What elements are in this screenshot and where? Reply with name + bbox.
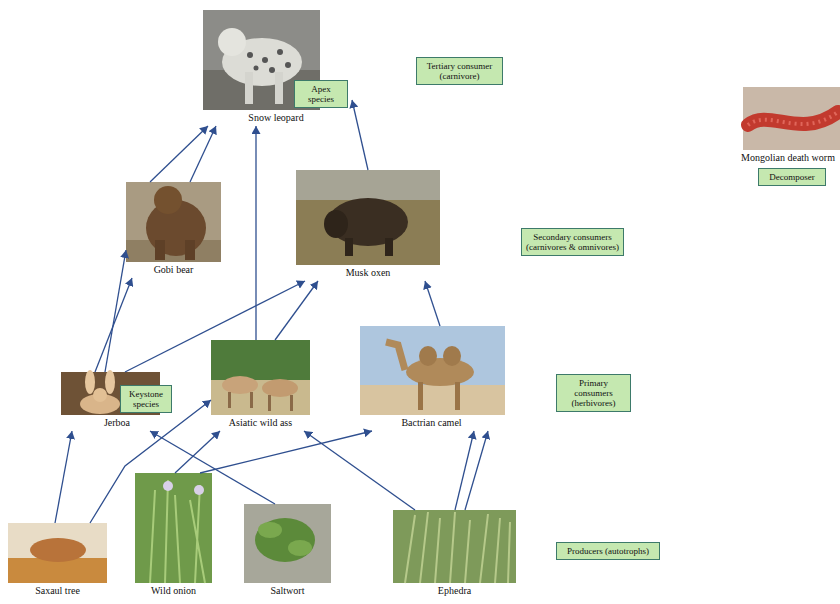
species-card: Mongolian death worm: [738, 87, 838, 166]
feeding-arrow: [150, 126, 208, 182]
species-name: Mongolian death worm: [738, 152, 838, 163]
feeding-arrow: [255, 126, 256, 340]
mongolian-death-worm-photo: [743, 87, 840, 150]
photo-frame: [393, 510, 516, 583]
species-name: Gobi bear: [126, 264, 221, 275]
role-tag: Apex species: [294, 80, 348, 108]
feeding-arrow: [352, 100, 368, 170]
tag-text: Apex species: [308, 84, 334, 104]
tag-text: Secondary consumers (carnivores & omnivo…: [526, 232, 619, 252]
photo-frame: [296, 170, 440, 265]
photo-frame: [211, 340, 310, 415]
species-name: Saltwort: [244, 585, 331, 596]
wild-onion-photo: [135, 473, 212, 583]
gobi-bear-photo: [126, 182, 221, 262]
trophic-level-tag: Tertiary consumer (carnivore): [416, 57, 503, 85]
species-card: Bactrian camel: [358, 326, 505, 431]
feeding-arrow: [150, 431, 275, 504]
species-card: Snow leopard Apex species: [200, 10, 352, 126]
feeding-arrow: [304, 431, 415, 510]
trophic-level-tag: Primary consumers (herbivores): [556, 374, 631, 412]
feeding-arrow: [425, 281, 440, 326]
species-name: Musk oxen: [296, 267, 440, 278]
feeding-arrow: [175, 431, 220, 473]
bactrian-camel-photo: [360, 326, 505, 415]
feeding-arrow: [105, 250, 126, 372]
photo-frame: [358, 326, 505, 415]
role-tag: Decomposer: [758, 168, 826, 186]
species-card: Saxaul tree: [8, 523, 107, 599]
species-card: Asiatic wild ass: [211, 340, 310, 431]
species-card: Musk oxen: [296, 170, 440, 281]
tag-text: Decomposer: [769, 172, 814, 182]
feeding-arrow: [465, 431, 488, 510]
role-tag: Keystone species: [120, 385, 172, 413]
species-card: Gobi bear: [126, 182, 221, 278]
trophic-level-tag: Secondary consumers (carnivores & omnivo…: [521, 228, 624, 256]
feeding-arrow: [275, 281, 318, 340]
species-name: Asiatic wild ass: [211, 417, 310, 428]
species-name: Snow leopard: [200, 112, 352, 123]
tag-text: Tertiary consumer (carnivore): [427, 61, 493, 81]
photo-frame: [126, 182, 221, 262]
tag-text: Producers (autotrophs): [567, 546, 649, 556]
species-card: Ephedra: [393, 510, 516, 599]
asiatic-wild-ass-photo: [211, 340, 310, 415]
species-name: Wild onion: [135, 585, 212, 596]
species-name: Saxaul tree: [8, 585, 107, 596]
species-card: Jerboa Keystone species: [58, 372, 176, 431]
feeding-arrow: [125, 281, 305, 372]
feeding-arrow: [55, 431, 72, 523]
photo-frame: [244, 504, 331, 583]
ephedra-photo: [393, 510, 516, 583]
saxaul-tree-photo: [8, 523, 107, 583]
photo-frame: [8, 523, 107, 583]
saltwort-photo: [244, 504, 331, 583]
species-name: Bactrian camel: [358, 417, 505, 428]
photo-frame: [738, 87, 838, 150]
musk-oxen-photo: [296, 170, 440, 265]
feeding-arrow: [455, 431, 474, 510]
photo-frame: [135, 473, 212, 583]
species-card: Wild onion: [135, 473, 212, 599]
species-name: Ephedra: [393, 585, 516, 596]
species-name: Jerboa: [58, 417, 176, 428]
trophic-level-tag: Producers (autotrophs): [556, 542, 660, 560]
species-card: Saltwort: [244, 504, 331, 599]
tag-text: Keystone species: [129, 389, 163, 409]
feeding-arrow: [200, 431, 372, 473]
feeding-arrow: [190, 126, 216, 182]
tag-text: Primary consumers (herbivores): [572, 378, 616, 408]
